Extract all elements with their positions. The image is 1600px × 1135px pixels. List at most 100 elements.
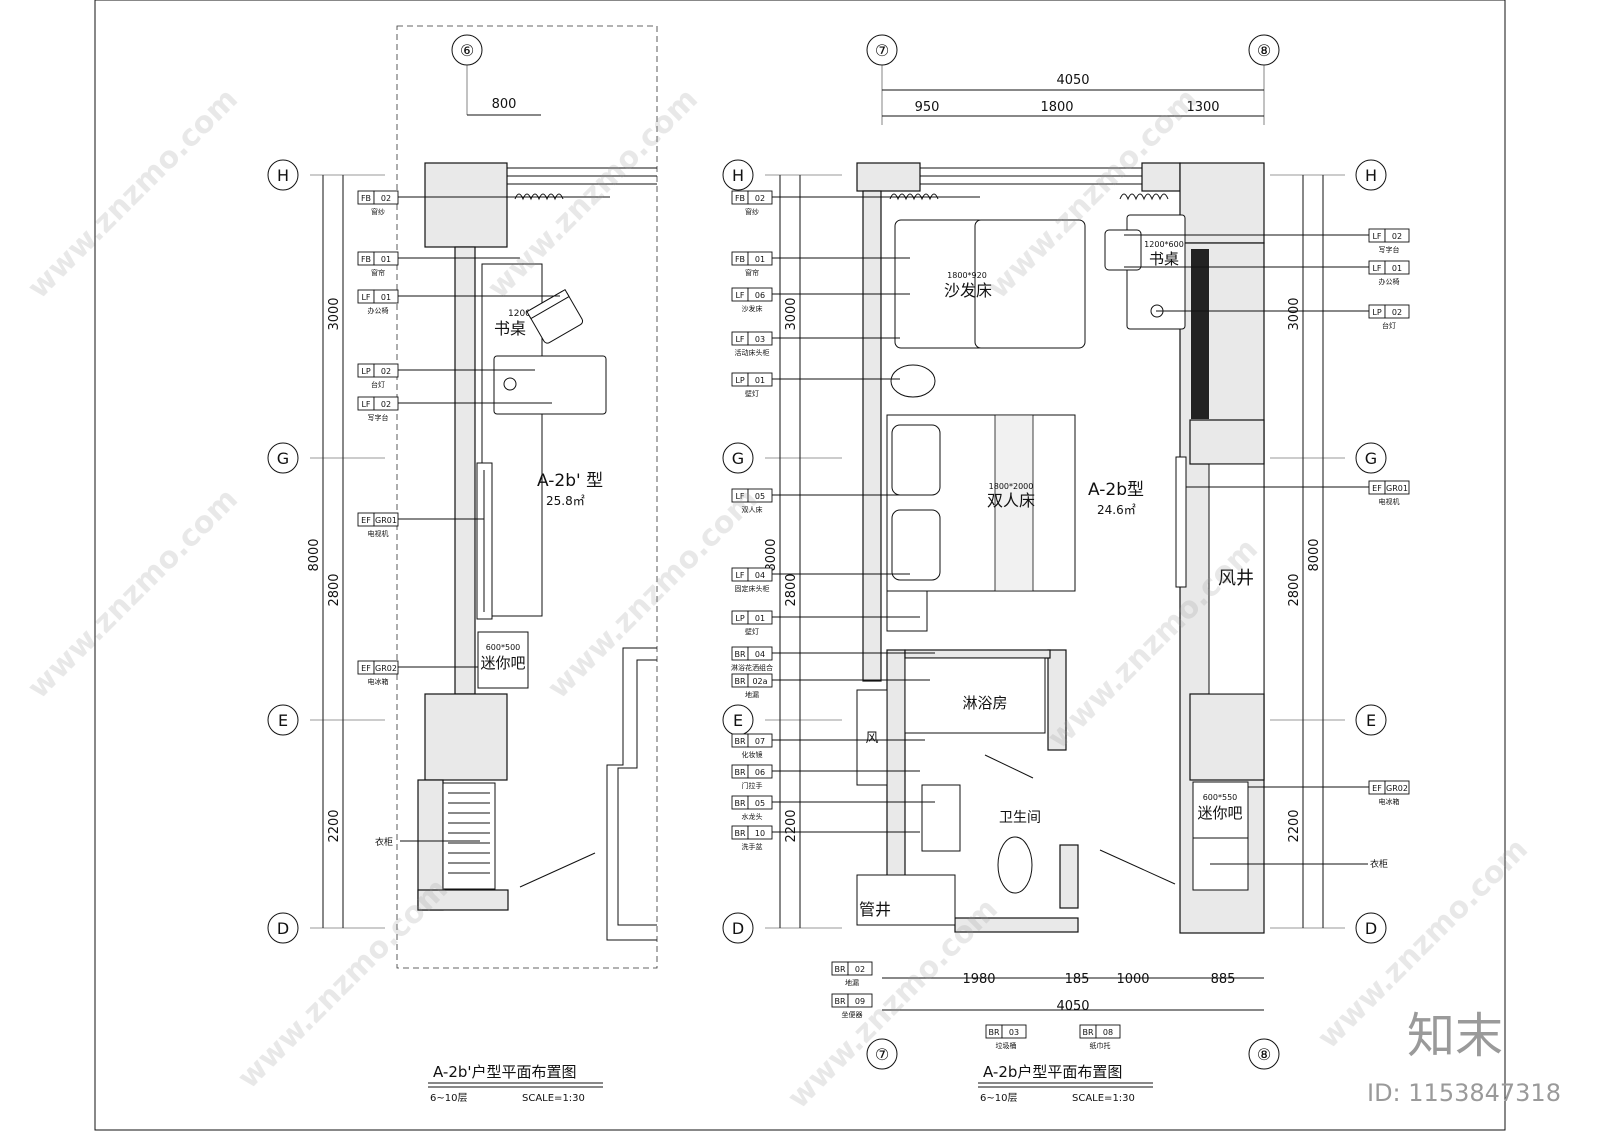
axis-bubble-h	[267, 159, 299, 191]
axis-bubble-e	[267, 704, 299, 736]
svg-text:02: 02	[855, 965, 865, 974]
dim-885: 885	[1211, 972, 1236, 987]
left-wardrobe-label: 衣柜	[375, 836, 393, 848]
pillow-icon	[891, 424, 941, 496]
air-shaft	[1208, 463, 1265, 695]
axis-bubble-d	[722, 912, 754, 944]
axis-bubble-d	[1355, 912, 1387, 944]
left-dim-2800: 2800	[327, 573, 342, 606]
watermark-text: www.znzmo.com	[541, 482, 765, 706]
svg-text:活动床头柜: 活动床头柜	[735, 348, 770, 357]
svg-text:坐便器: 坐便器	[842, 1010, 863, 1019]
svg-text:LF: LF	[361, 400, 370, 409]
svg-text:02a: 02a	[752, 677, 767, 686]
svg-text:EF: EF	[361, 664, 371, 673]
sheet-border	[94, 0, 1506, 1131]
svg-text:水龙头: 水龙头	[742, 812, 763, 821]
sofa-size: 1800*920	[947, 271, 987, 280]
air-shaft-label: 风井	[1218, 568, 1254, 589]
toilet-icon	[997, 836, 1033, 894]
svg-text:电视机: 电视机	[368, 529, 389, 538]
axis-bubble-g	[1355, 442, 1387, 474]
svg-text:LP: LP	[735, 376, 744, 385]
left-area: 25.8㎡	[546, 494, 585, 508]
wall-panel-dark	[1191, 249, 1209, 419]
mid-tag-lp-01: LP 01 壁灯	[731, 372, 900, 398]
svg-text:BR: BR	[734, 650, 745, 659]
svg-text:01: 01	[755, 376, 765, 385]
mid-dim-2800: 2800	[784, 573, 799, 606]
svg-text:LP: LP	[361, 367, 370, 376]
svg-text:BR: BR	[834, 965, 845, 974]
axis-label-h: H	[277, 166, 289, 185]
mid-dim-3000: 3000	[784, 297, 799, 330]
axis-label-e: E	[1366, 711, 1376, 730]
svg-text:10: 10	[755, 829, 765, 838]
mid-tag-fb-02: FB 02 窗纱	[731, 190, 980, 216]
svg-text:03: 03	[755, 335, 765, 344]
left-plan-title: A-2b'户型平面布置图	[433, 1063, 577, 1081]
svg-text:EF: EF	[1372, 784, 1382, 793]
svg-text:电冰箱: 电冰箱	[1379, 797, 1400, 806]
right-plan-floors: 6~10层	[980, 1092, 1017, 1104]
right-plan-title: A-2b户型平面布置图	[983, 1063, 1122, 1081]
svg-text:地漏: 地漏	[745, 690, 759, 699]
left-plan-boundary	[396, 25, 658, 969]
svg-text:台灯: 台灯	[371, 380, 385, 389]
left-axis-dimensions: 8000 3000 2800 2200	[307, 175, 344, 928]
svg-text:06: 06	[755, 291, 765, 300]
axis-bubble-d	[267, 912, 299, 944]
svg-text:垃圾桶: 垃圾桶	[996, 1041, 1017, 1050]
svg-text:窗帘: 窗帘	[371, 268, 385, 277]
left-minibar-size: 600*500	[486, 643, 521, 652]
svg-text:固定床头柜: 固定床头柜	[735, 584, 770, 593]
left-type-label: A-2b' 型	[537, 471, 603, 491]
svg-text:GR01: GR01	[375, 516, 397, 525]
svg-text:壁灯: 壁灯	[745, 389, 759, 398]
svg-text:洗手盆: 洗手盆	[742, 842, 763, 851]
left-plan: ⑥ 800 1200*600 书桌 600*500 迷你吧	[375, 25, 658, 1104]
svg-text:窗纱: 窗纱	[745, 207, 759, 216]
right-dim-8000: 8000	[1307, 538, 1322, 571]
svg-text:02: 02	[381, 194, 391, 203]
double-bed-label: 双人床	[987, 491, 1035, 510]
svg-text:BR: BR	[988, 1028, 999, 1037]
svg-text:壁灯: 壁灯	[745, 627, 759, 636]
svg-text:办公椅: 办公椅	[1379, 277, 1400, 286]
axis-label-h: H	[1365, 166, 1377, 185]
svg-text:FB: FB	[735, 194, 745, 203]
svg-text:05: 05	[755, 492, 765, 501]
grid-bubble-8-bottom	[1248, 1038, 1280, 1070]
svg-text:BR: BR	[734, 677, 745, 686]
wall-lamp-icon	[890, 364, 936, 398]
left-column-mid	[424, 693, 508, 781]
svg-text:窗帘: 窗帘	[745, 268, 759, 277]
grid-label-7-bottom: ⑦	[875, 1045, 889, 1064]
right-area: 24.6㎡	[1097, 503, 1136, 517]
left-desk	[493, 355, 607, 415]
right-dim-950: 950	[915, 100, 940, 115]
axis-label-e: E	[733, 711, 743, 730]
svg-text:FB: FB	[361, 255, 371, 264]
svg-text:FB: FB	[735, 255, 745, 264]
axis-label-g: G	[732, 449, 744, 468]
axis-label-d: D	[1365, 919, 1377, 938]
mid-tag-br-02a: BR 02a 地漏	[731, 673, 930, 699]
pillow-icon	[891, 509, 941, 581]
sofa-bed-label: 沙发床	[944, 281, 992, 300]
mid-dim-8000: 8000	[764, 538, 779, 571]
dim-bottom-total: 4050	[1056, 999, 1089, 1014]
svg-text:02: 02	[755, 194, 765, 203]
vent-label: 风	[865, 731, 878, 746]
